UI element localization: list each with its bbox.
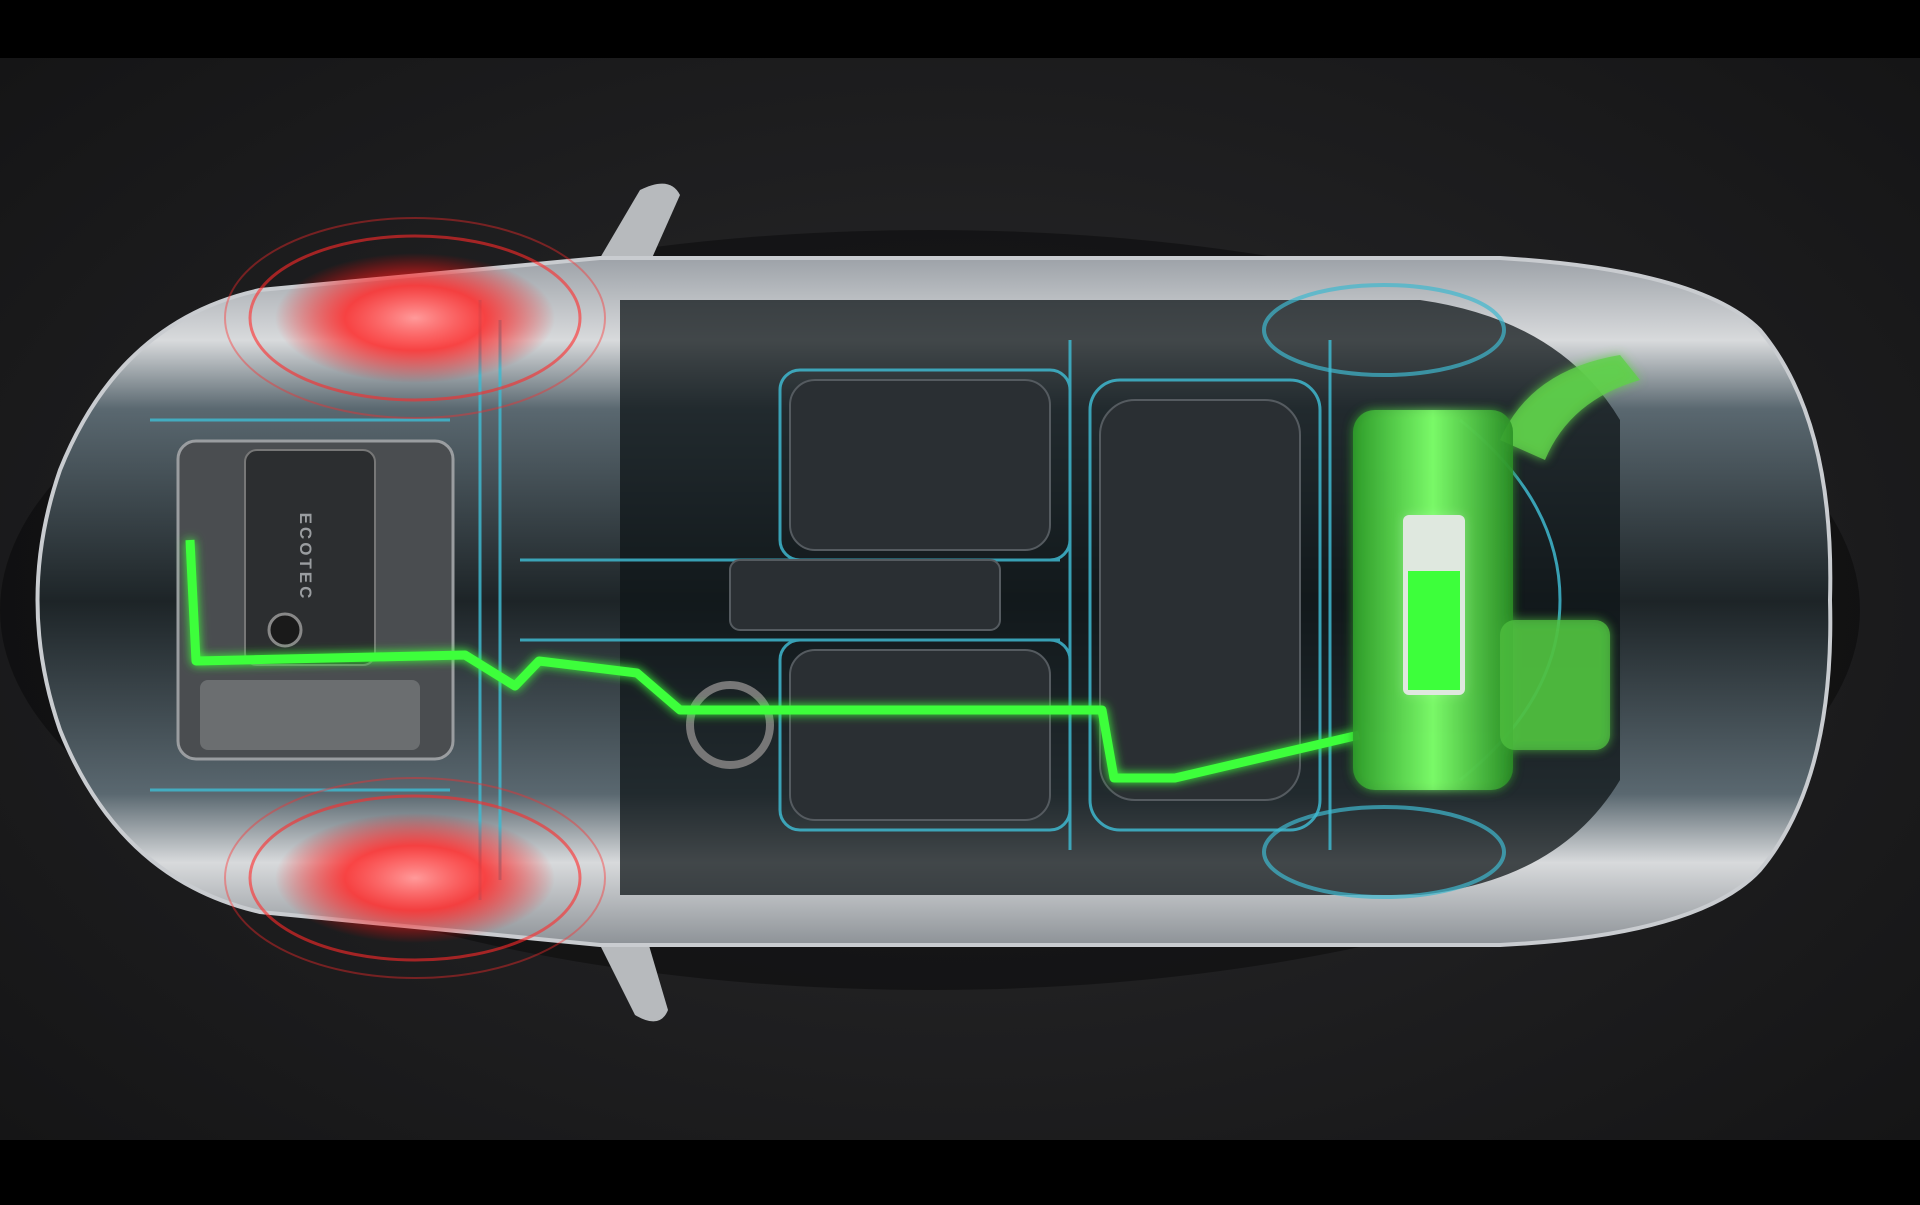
letterbox-top	[0, 0, 1920, 58]
rear-left-wheel	[1262, 283, 1506, 377]
hybrid-battery-pack	[1353, 355, 1640, 790]
front-right-wheel-brake-glow	[224, 777, 606, 979]
engine: ECOTEC	[176, 439, 455, 761]
steering-wheel	[686, 681, 774, 769]
rear-right-wheel	[1262, 805, 1506, 899]
energy-flow-cable	[185, 539, 1361, 783]
battery-charge-level	[1408, 571, 1460, 690]
letterbox-bottom	[0, 1140, 1920, 1200]
engine-logo-text: ECOTEC	[296, 513, 315, 602]
seats	[729, 379, 1301, 821]
front-left-wheel-brake-glow	[224, 217, 606, 419]
